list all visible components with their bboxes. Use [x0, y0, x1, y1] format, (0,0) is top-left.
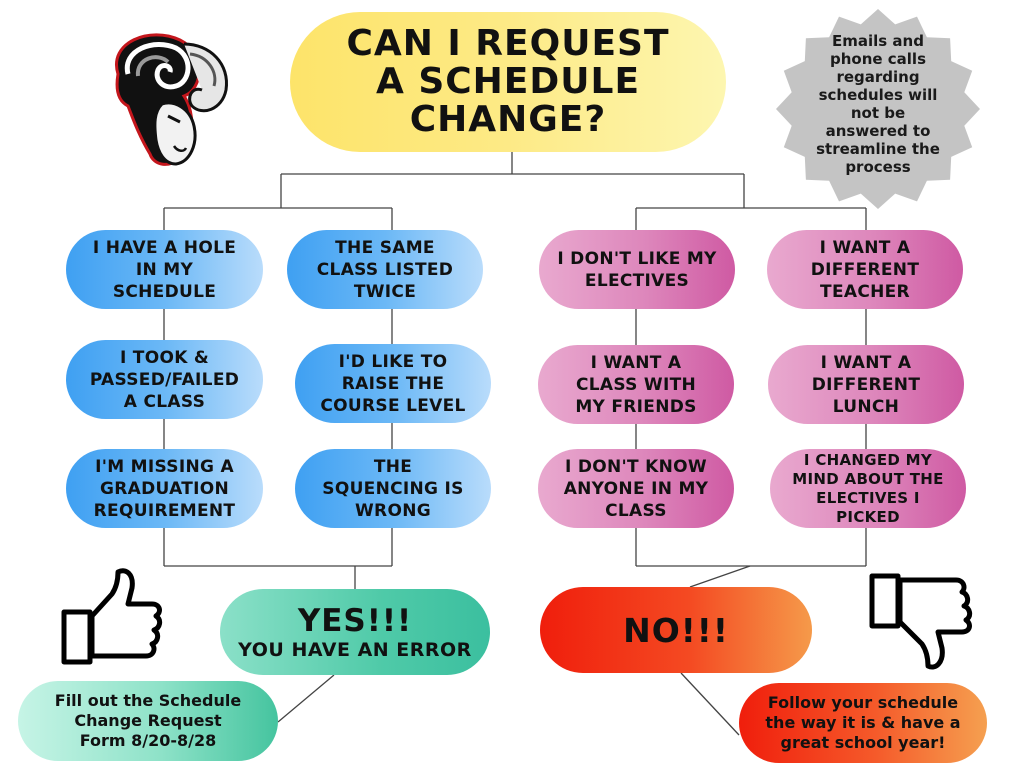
reason-took-passed-failed: I TOOK & PASSED/FAILED A CLASS: [66, 340, 263, 419]
no-heading: NO!!!: [623, 610, 729, 650]
reason-hole-in-schedule: I HAVE A HOLE IN MY SCHEDULE: [66, 230, 263, 309]
reason-different-lunch: I WANT A DIFFERENT LUNCH: [768, 345, 964, 424]
yes-action-note: Fill out the Schedule Change Request For…: [18, 681, 278, 761]
reason-different-teacher: I WANT A DIFFERENT TEACHER: [767, 230, 963, 309]
yes-outcome: YES!!! YOU HAVE AN ERROR: [220, 589, 490, 675]
no-outcome: NO!!!: [540, 587, 812, 673]
reason-class-with-friends: I WANT A CLASS WITH MY FRIENDS: [538, 345, 734, 424]
page-title: CAN I REQUEST A SCHEDULE CHANGE?: [290, 12, 726, 152]
reason-same-class-twice: THE SAME CLASS LISTED TWICE: [287, 230, 483, 309]
reason-changed-mind-electives: I CHANGED MY MIND ABOUT THE ELECTIVES I …: [770, 449, 966, 528]
ram-mascot-icon: [115, 33, 228, 166]
reason-dont-like-electives: I DON'T LIKE MY ELECTIVES: [539, 230, 735, 309]
yes-subheading: YOU HAVE AN ERROR: [238, 639, 472, 661]
reason-raise-course-level: I'D LIKE TO RAISE THE COURSE LEVEL: [295, 344, 491, 423]
reason-dont-know-anyone: I DON'T KNOW ANYONE IN MY CLASS: [538, 449, 734, 528]
notice-text: Emails and phone calls regarding schedul…: [816, 32, 940, 176]
scalloped-badge-icon: [776, 9, 980, 209]
reason-missing-graduation-requirement: I'M MISSING A GRADUATION REQUIREMENT: [66, 449, 263, 528]
thumbs-down-icon: [869, 573, 973, 670]
yes-heading: YES!!!: [297, 603, 413, 639]
reason-sequencing-wrong: THE SQUENCING IS WRONG: [295, 449, 491, 528]
thumbs-up-icon: [61, 568, 163, 665]
no-action-note: Follow your schedule the way it is & hav…: [739, 683, 987, 763]
